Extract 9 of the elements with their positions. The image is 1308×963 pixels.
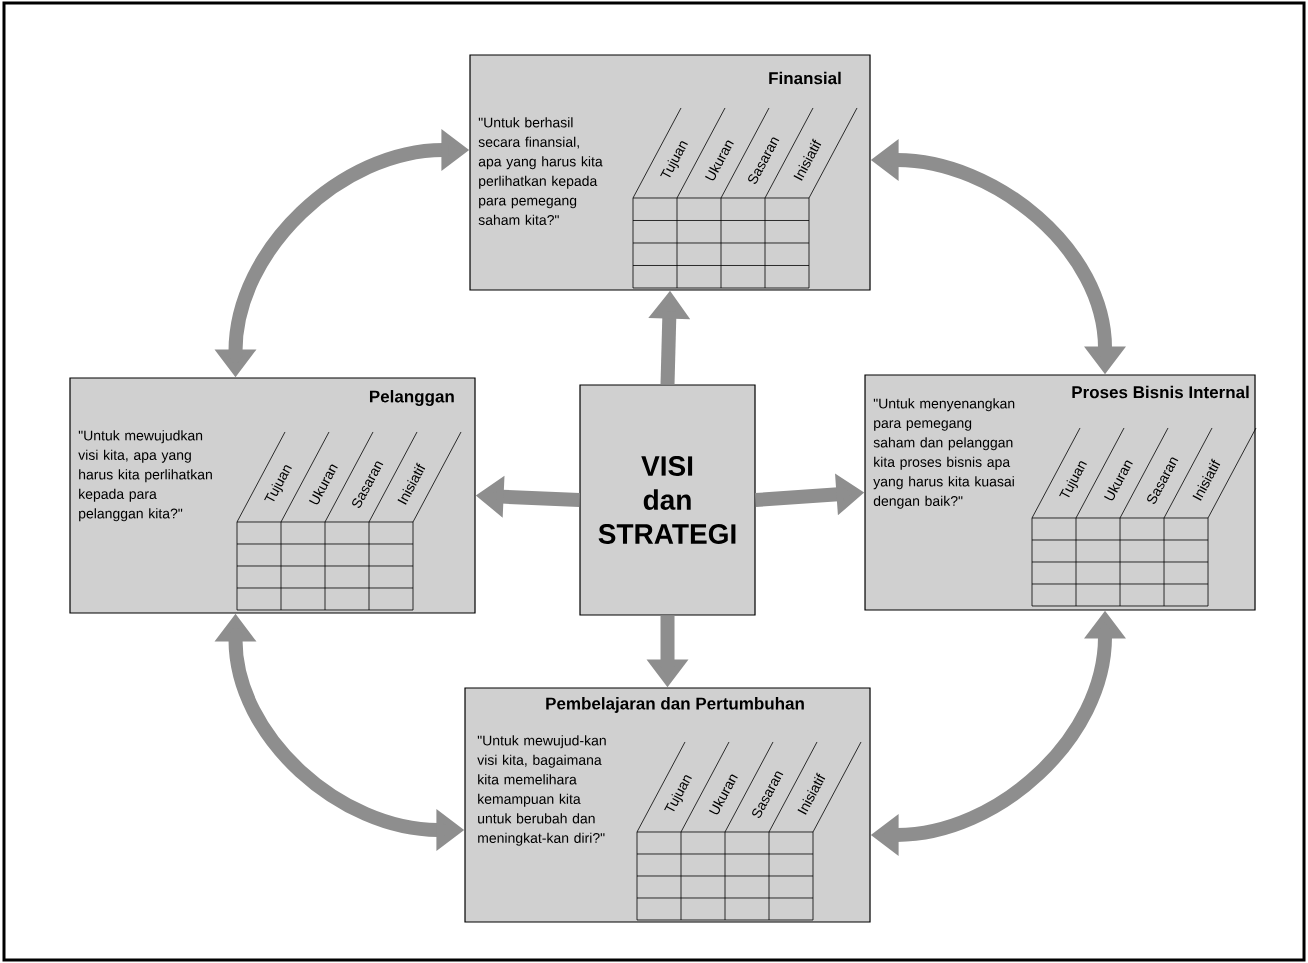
box-heading: Proses Bisnis Internal [1072, 385, 1249, 399]
question-text: "Untuk mewujud-kan visi kita, bagaimana kita memelihara kemampuan kita untuk berubah dan meningkat-kan diri?" [477, 735, 606, 846]
vision-box: VISI dan STRATEGI [579, 384, 756, 616]
question-text: "Untuk berhasil secara finansial, apa yang harus kita perlihatkan kepada para pemegang saham kita?" [478, 117, 603, 225]
box-heading: Finansial [769, 71, 841, 85]
question-text: "Untuk menyenangkan para pemegang saham dan pelanggan kita proses bisnis apa yang harus kita kuasai dengan baik?" [873, 398, 1015, 509]
question-text: "Untuk mewujudkan visi kita, apa yang harus kita perlihatkan kepada para pelanggan kita?" [78, 430, 212, 522]
box-heading: Pembelajaran dan Pertumbuhan [546, 697, 804, 713]
box-heading: Pelanggan [370, 390, 454, 406]
